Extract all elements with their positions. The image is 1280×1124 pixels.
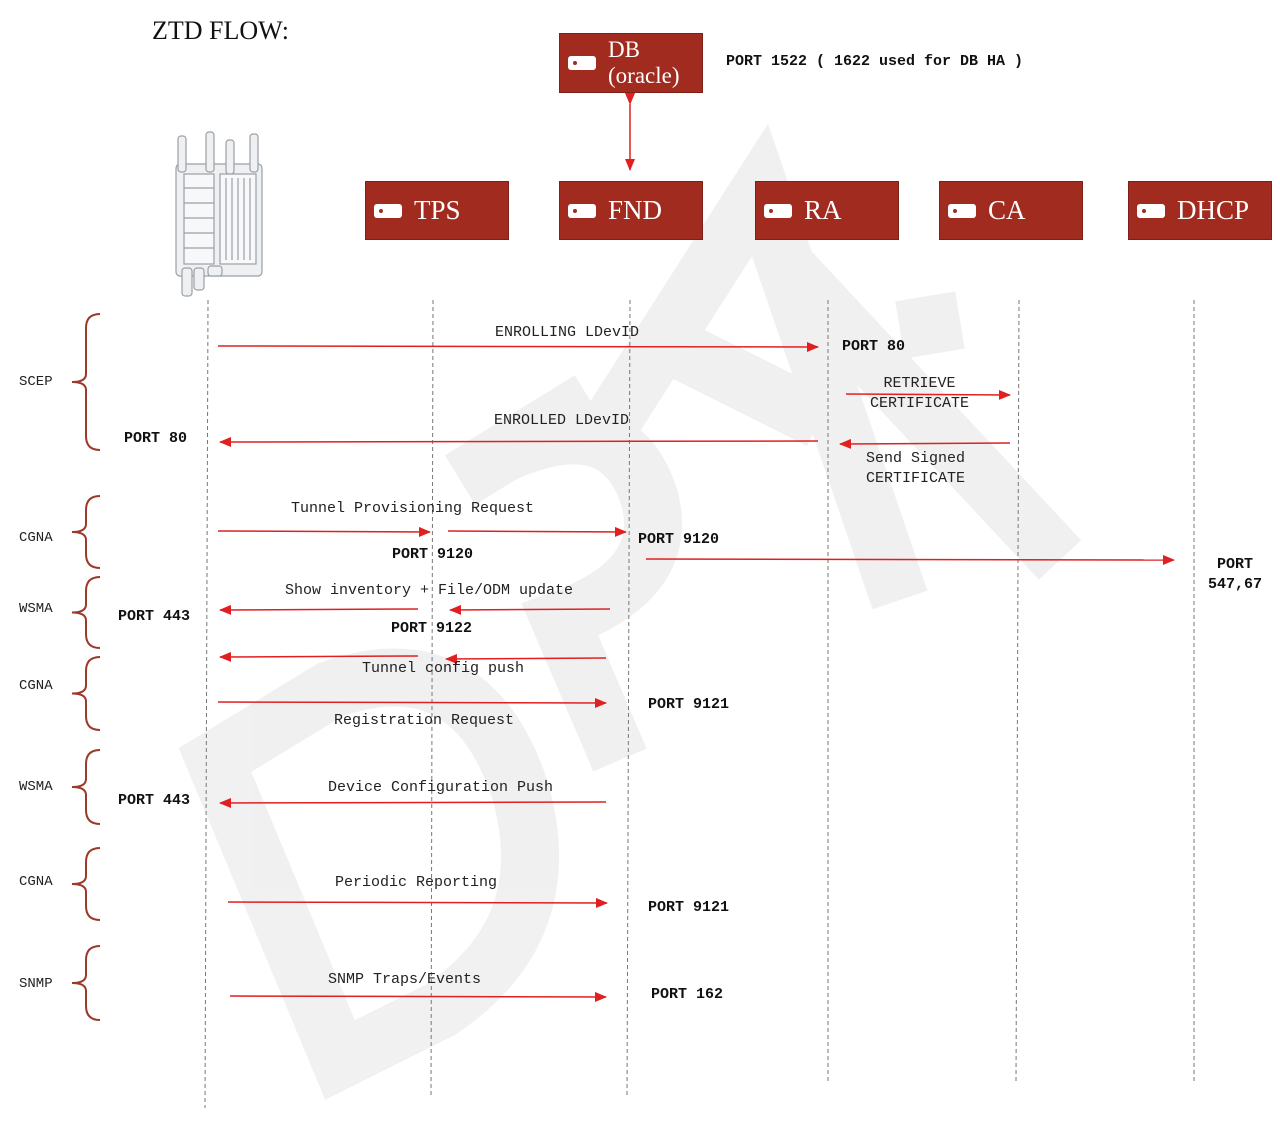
port-label: PORT 9120 (392, 546, 474, 563)
message-label: Send Signed CERTIFICATE (866, 450, 966, 487)
flow-arrow (217, 526, 431, 537)
message-label: Show inventory + File/ODM update (285, 582, 574, 599)
router-device-image (175, 131, 263, 297)
server-icon (948, 203, 976, 218)
section-bracket (71, 656, 101, 731)
flow-arrow (217, 697, 607, 708)
server-icon (374, 203, 402, 218)
fnd-box: FND (559, 181, 703, 240)
ra-box: RA (755, 181, 899, 240)
section-label-snmp: SNMP (19, 976, 53, 992)
database-icon (568, 56, 596, 70)
server-icon (568, 203, 596, 218)
ca-box: CA (939, 181, 1083, 240)
section-label-scep: SCEP (19, 374, 53, 390)
port-label: PORT 443 (118, 608, 191, 625)
section-bracket (71, 576, 101, 649)
section-bracket (71, 945, 101, 1021)
port-label: PORT 80 (124, 430, 188, 447)
flow-arrow (645, 554, 1175, 565)
lifeline (204, 299, 209, 1109)
message-label: Registration Request (334, 712, 515, 729)
section-label-cgna: CGNA (19, 874, 53, 890)
flow-arrow (845, 389, 1011, 400)
server-icon (1137, 203, 1165, 218)
lifeline (430, 299, 434, 1099)
port-label: PORT 443 (118, 792, 191, 809)
section-label-cgna: CGNA (19, 530, 53, 546)
message-label: SNMP Traps/Events (328, 971, 482, 988)
message-label: ENROLLING LDevID (495, 324, 640, 341)
tps-box: TPS (365, 181, 509, 240)
port-label: PORT 9121 (648, 899, 730, 916)
section-bracket (71, 313, 101, 451)
port-label: PORT 9122 (391, 620, 473, 637)
lifeline (1015, 299, 1020, 1083)
flow-arrow (445, 653, 607, 664)
section-bracket (71, 847, 101, 921)
ca-label: CA (988, 195, 1026, 225)
flow-arrow (447, 526, 627, 537)
tps-label: TPS (414, 195, 461, 225)
message-label: ENROLLED LDevID (494, 412, 630, 429)
flow-arrow (219, 797, 607, 808)
message-label: Periodic Reporting (335, 874, 498, 891)
port-label: PORT 547,67 (1208, 556, 1263, 593)
port-label: PORT 9121 (648, 696, 730, 713)
port-label: PORT 80 (842, 338, 906, 355)
db-port-note: PORT 1522 ( 1622 used for DB HA ) (726, 53, 1024, 70)
flow-arrow (227, 897, 608, 908)
section-label-cgna: CGNA (19, 678, 53, 694)
section-bracket (71, 495, 101, 569)
message-label: Tunnel config push (362, 660, 525, 677)
flow-arrow (219, 651, 419, 662)
section-bracket (71, 749, 101, 825)
server-icon (764, 203, 792, 218)
message-label: Device Configuration Push (328, 779, 554, 796)
section-label-wsma: WSMA (19, 601, 53, 617)
ra-label: RA (804, 195, 842, 225)
port-label: PORT 9120 (638, 531, 720, 548)
message-label: RETRIEVE CERTIFICATE (870, 375, 970, 412)
flow-arrow (839, 438, 1011, 449)
section-label-wsma: WSMA (19, 779, 53, 795)
flow-arrow (219, 436, 819, 447)
fnd-label: FND (608, 195, 663, 225)
db-oracle-label: DB (oracle) (608, 37, 680, 88)
flow-arrow (217, 341, 819, 352)
flow-arrow (229, 991, 607, 1002)
flow-arrow (219, 604, 419, 615)
dhcp-label: DHCP (1177, 195, 1250, 225)
dhcp-box: DHCP (1128, 181, 1272, 240)
lifeline (626, 299, 631, 1099)
message-label: Tunnel Provisioning Request (291, 500, 535, 517)
db-oracle-box: DB (oracle) (559, 33, 703, 93)
flow-arrow (449, 604, 611, 615)
port-label: PORT 162 (651, 986, 724, 1003)
page-title: ZTD FLOW: (152, 16, 289, 45)
